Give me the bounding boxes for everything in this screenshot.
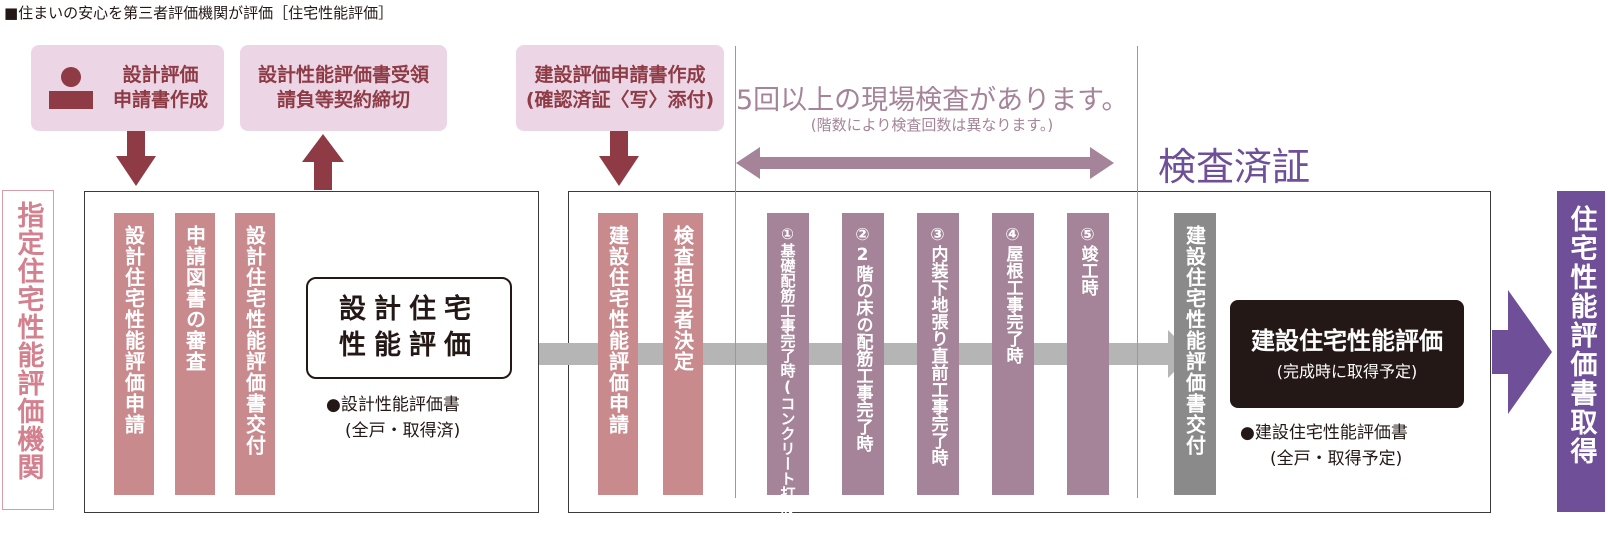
design-receipt-line1: 設計性能評価書受領 (257, 64, 429, 86)
down-arrow-construction (599, 131, 639, 186)
design-eval-title-1: 設計住宅 (339, 294, 479, 325)
construction-eval-box: 建設住宅性能評価 (完成時に取得予定) (1230, 300, 1464, 408)
result-arrow (1492, 290, 1552, 414)
agency-label: 指定住宅性能評価機関 (12, 201, 44, 481)
result-box: 住宅性能評価書取得 (1557, 191, 1605, 512)
step-inspector-assignment: 検査担当者決定 (663, 213, 703, 495)
page-heading: ■住まいの安心を第三者評価機関が評価［住宅性能評価］ (4, 4, 394, 22)
construction-eval-doc: ●建設住宅性能評価書 (1240, 423, 1408, 443)
construction-application-line1: 建設評価申請書作成 (534, 64, 706, 86)
design-eval-doc-note: (全戸・取得済) (345, 421, 461, 441)
construction-eval-doc-note: (全戸・取得予定) (1270, 449, 1403, 469)
construction-application-line2: (確認済証〈写〉添付) (525, 89, 715, 111)
construction-eval-title: 建設住宅性能評価 (1251, 327, 1443, 355)
up-arrow-receipt (302, 134, 344, 190)
design-eval-box: 設計住宅 性能評価 (306, 277, 512, 379)
inspection-note: (階数により検査回数は異なります。) (810, 116, 1054, 134)
inspection-3: ③内装下地張り直前工事完了時 (917, 213, 959, 495)
design-receipt-line2: 請負等契約締切 (276, 89, 410, 111)
down-arrow-design (116, 131, 156, 186)
person-icon (49, 67, 93, 109)
agency-box: 指定住宅性能評価機関 (2, 190, 54, 510)
design-application-box: 設計評価 申請書作成 (31, 45, 224, 131)
inspection-4: ④屋根工事完了時 (992, 213, 1034, 495)
result-label: 住宅性能評価書取得 (1565, 205, 1597, 466)
inspection-2: ②2階の床の配筋工事完了時 (842, 213, 884, 495)
step-construction-issue: 建設住宅性能評価書交付 (1174, 213, 1216, 495)
design-application-line1: 設計評価 (122, 64, 199, 86)
step-design-application: 設計住宅性能評価申請 (114, 213, 154, 495)
design-application-line2: 申請書作成 (112, 89, 208, 111)
construction-eval-note: (完成時に取得予定) (1276, 362, 1418, 381)
step-construction-application: 建設住宅性能評価申請 (598, 213, 638, 495)
design-eval-doc: ●設計性能評価書 (326, 395, 460, 415)
inspection-right-line (1137, 46, 1138, 498)
inspection-certificate: 検査済証 (1158, 145, 1311, 189)
inspection-title: 5回以上の現場検査があります。 (736, 85, 1129, 116)
construction-application-box: 建設評価申請書作成 (確認済証〈写〉添付) (516, 45, 724, 131)
design-receipt-box: 設計性能評価書受領 請負等契約締切 (240, 45, 447, 131)
inspection-1: ①基礎配筋工事完了時(コンクリート打設前) (767, 213, 809, 549)
step-design-issue: 設計住宅性能評価書交付 (235, 213, 275, 495)
step-document-review: 申請図書の審査 (175, 213, 215, 495)
inspection-5: ⑤竣工時 (1067, 213, 1109, 495)
design-eval-title-2: 性能評価 (339, 330, 479, 361)
inspection-span-arrow (736, 147, 1114, 179)
inspection-left-line (735, 46, 736, 498)
